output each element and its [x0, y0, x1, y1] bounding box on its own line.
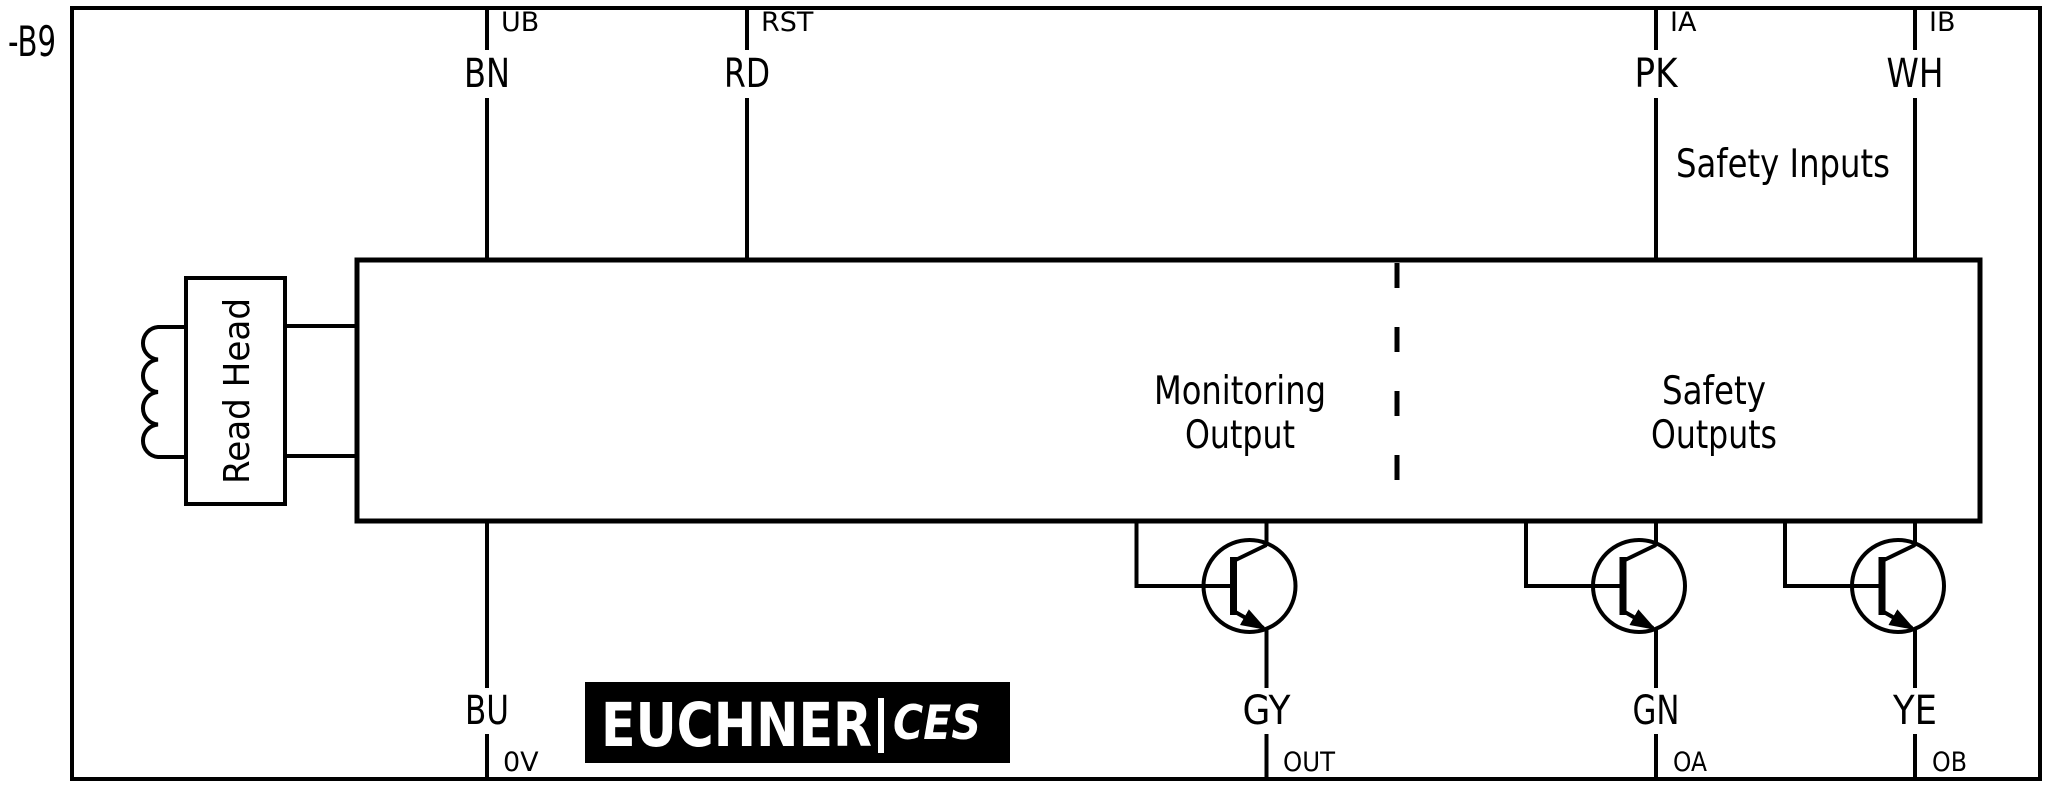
pin-rst-label: RST	[761, 7, 814, 38]
transistor-gy-base-feed	[1134, 521, 1231, 588]
transistor-gy-emitter-arrow	[1232, 609, 1267, 630]
transistor-gy-circle	[1201, 538, 1298, 634]
safety-outputs-label-line1: Safety	[1662, 369, 1766, 414]
terminal-top-ub: UB BN	[464, 7, 539, 260]
pin-0v-label: 0V	[503, 747, 539, 778]
transistor-gn-collector-diagonal	[1622, 543, 1657, 563]
transistor-ye-base-feed	[1783, 521, 1880, 588]
terminal-top-ib: IB WH	[1887, 7, 1956, 260]
transistor-gn-circle	[1591, 538, 1687, 634]
terminal-top-rst: RST RD	[724, 7, 814, 260]
logo-background	[585, 682, 1010, 763]
wire-pk-label: PK	[1635, 51, 1680, 97]
read-head-box	[184, 276, 287, 506]
transistor-safety-output-b: YE OB	[1783, 521, 1967, 779]
pin-ub-label: UB	[501, 7, 539, 38]
wire-gn-label: GN	[1633, 688, 1680, 734]
pin-ib-label: IB	[1929, 7, 1956, 38]
wire-wh-label: WH	[1887, 51, 1944, 97]
outer-border	[70, 6, 2042, 781]
wire-bn-label: BN	[464, 51, 510, 97]
transistor-ye-collector-diagonal	[1881, 543, 1916, 563]
transistor-monitoring-output: GY OUT	[1134, 521, 1335, 779]
monitoring-output-label-line1: Monitoring	[1154, 369, 1326, 414]
wire-gy-label: GY	[1243, 688, 1292, 734]
transistor-gn-base-feed	[1524, 521, 1621, 588]
transistor-gn-emitter-arrow	[1622, 609, 1657, 630]
wire-bu-label: BU	[465, 688, 509, 734]
read-head-label: Read Head	[217, 298, 258, 484]
pin-ia-label: IA	[1670, 7, 1697, 38]
read-head: Read Head	[141, 276, 357, 506]
safety-inputs-label: Safety Inputs	[1676, 142, 1890, 187]
wire-ye-label: YE	[1892, 688, 1937, 734]
pin-ob-label: OB	[1932, 747, 1967, 778]
transistor-safety-output-a: GN OA	[1524, 521, 1707, 779]
monitoring-output-label-line2: Output	[1185, 413, 1295, 458]
safety-outputs-label-line2: Outputs	[1651, 413, 1777, 458]
transistor-gy-collector-diagonal	[1232, 543, 1268, 563]
logo-brand-text: EUCHNER	[601, 690, 872, 761]
read-head-coil-icon	[141, 325, 186, 459]
logo-divider	[878, 698, 884, 753]
pin-out-label: OUT	[1283, 747, 1335, 778]
wire-rd-label: RD	[724, 51, 770, 97]
evaluation-unit-box	[354, 257, 1983, 524]
transistor-ye-circle	[1850, 538, 1946, 634]
transistor-ye-emitter-arrow	[1881, 609, 1916, 630]
terminal-top-ia: IA PK	[1635, 7, 1697, 260]
terminal-bottom-0v: BU 0V	[465, 521, 539, 779]
pin-oa-label: OA	[1673, 747, 1707, 778]
logo-product-text: CES	[893, 696, 981, 751]
euchner-ces-logo: EUCHNER CES	[585, 682, 1010, 763]
device-tag-label: -B9	[8, 17, 56, 66]
